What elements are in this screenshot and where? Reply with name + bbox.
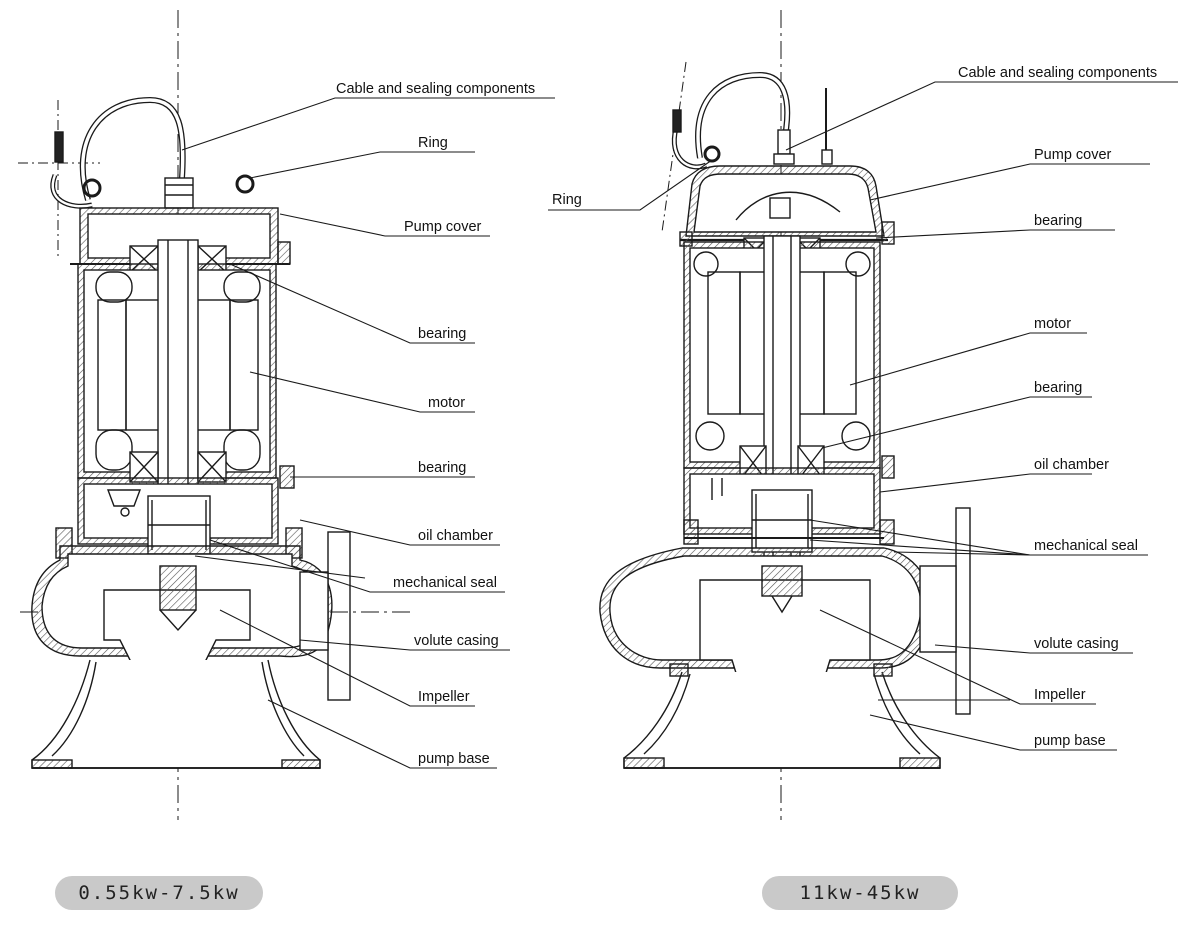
right-label-pump-base: pump base bbox=[1034, 733, 1106, 749]
right-label-oil-chamber: oil chamber bbox=[1034, 457, 1109, 473]
right-label-ring: Ring bbox=[552, 192, 582, 208]
left-label-volute-casing: volute casing bbox=[414, 633, 499, 649]
left-leader-lines bbox=[181, 97, 555, 769]
right-label-mechanical-seal: mechanical seal bbox=[1034, 538, 1138, 554]
left-pump-drawing bbox=[18, 10, 410, 820]
left-label-bearing-bottom: bearing bbox=[418, 460, 466, 476]
right-label-impeller: Impeller bbox=[1034, 687, 1086, 703]
right-labels: Cable and sealing components Ring Pump c… bbox=[552, 65, 1157, 749]
right-power-range-badge: 11kw-45kw bbox=[762, 876, 958, 910]
right-label-pump-cover: Pump cover bbox=[1034, 147, 1112, 163]
left-label-mechanical-seal: mechanical seal bbox=[393, 575, 497, 591]
left-label-pump-base: pump base bbox=[418, 751, 490, 767]
left-label-motor: motor bbox=[428, 395, 465, 411]
left-label-pump-cover: Pump cover bbox=[404, 219, 482, 235]
right-pump-drawing bbox=[599, 10, 971, 820]
left-label-cable: Cable and sealing components bbox=[336, 81, 535, 97]
left-label-oil-chamber: oil chamber bbox=[418, 528, 493, 544]
right-ring-icon bbox=[703, 145, 721, 163]
left-ring-icon bbox=[82, 178, 102, 198]
right-label-bearing-top: bearing bbox=[1034, 213, 1082, 229]
left-label-ring: Ring bbox=[418, 135, 448, 151]
left-labels: Cable and sealing components Ring Pump c… bbox=[336, 81, 535, 767]
right-label-motor: motor bbox=[1034, 316, 1071, 332]
right-label-cable: Cable and sealing components bbox=[958, 65, 1157, 81]
left-label-bearing-top: bearing bbox=[418, 326, 466, 342]
right-label-volute-casing: volute casing bbox=[1034, 636, 1119, 652]
right-label-bearing-bottom: bearing bbox=[1034, 380, 1082, 396]
left-label-impeller: Impeller bbox=[418, 689, 470, 705]
left-power-range-badge: 0.55kw-7.5kw bbox=[55, 876, 263, 910]
right-mechanical-seal bbox=[751, 489, 813, 553]
right-leader-lines bbox=[548, 81, 1178, 751]
